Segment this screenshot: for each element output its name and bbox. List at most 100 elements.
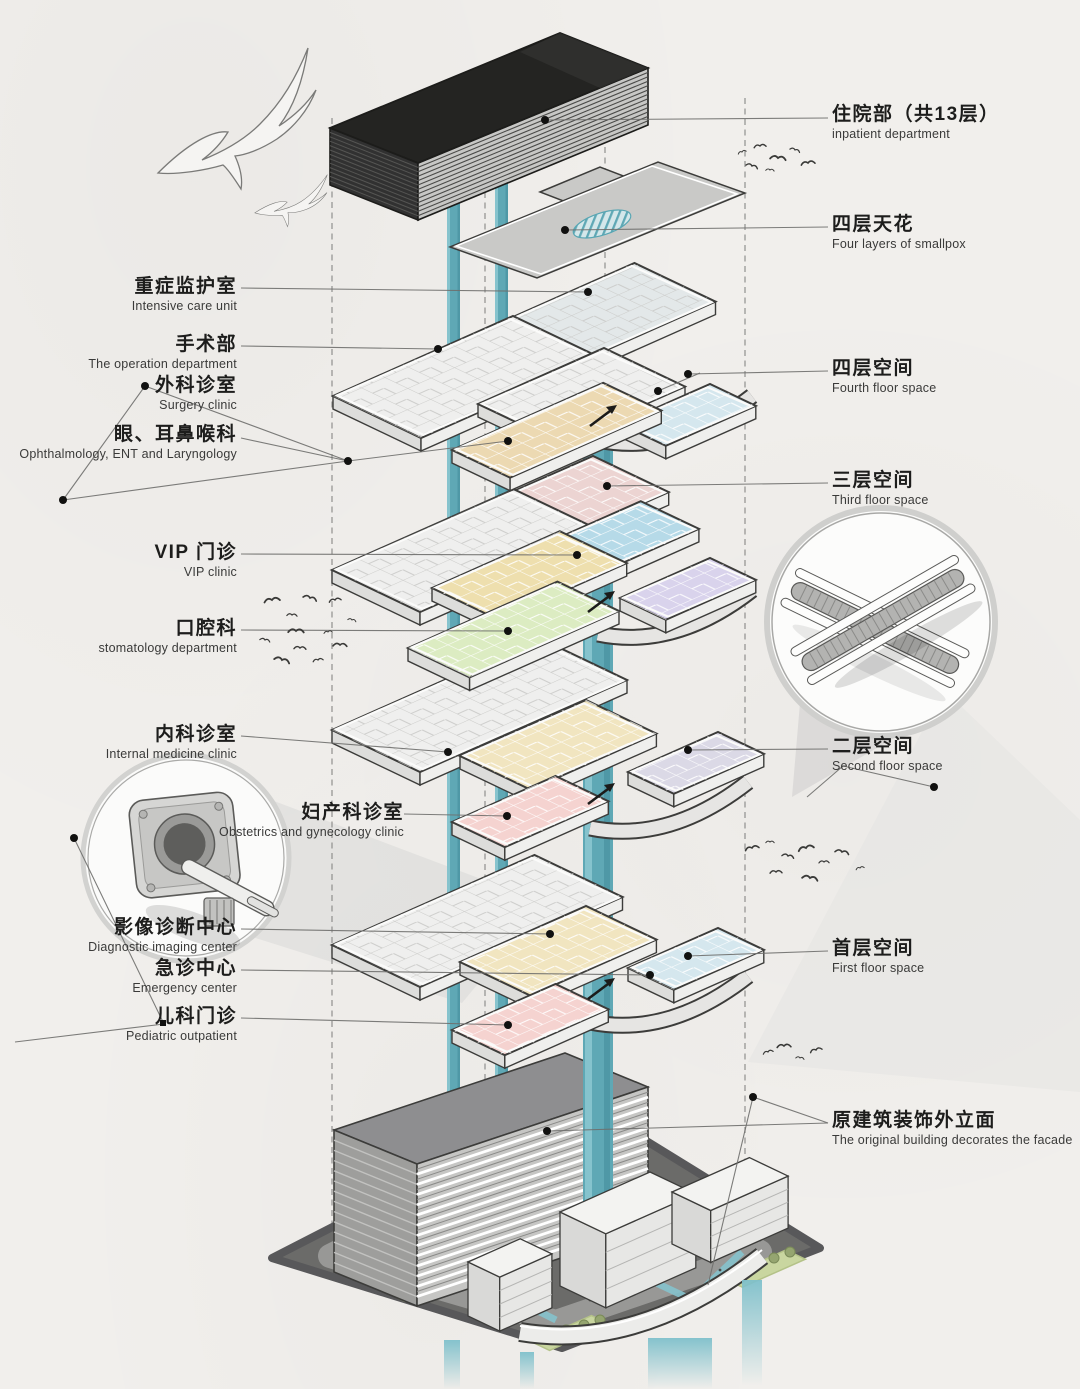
anchor-dot: [59, 496, 67, 504]
shaft-opening-hatch: [572, 209, 632, 239]
tree: [784, 1246, 796, 1258]
leader-line: [657, 372, 701, 392]
anchor-dot: [543, 1127, 551, 1135]
label-en: Intensive care unit: [131, 299, 237, 314]
label-zh: 四层空间: [832, 358, 915, 379]
leader-line: [687, 950, 829, 957]
anchor-square: [160, 1020, 166, 1026]
leader-line: [240, 1017, 509, 1026]
leader-line: [73, 837, 165, 1025]
leader-line: [606, 482, 829, 487]
bird-glyph: [809, 1047, 823, 1054]
bird-glyph: [818, 860, 830, 864]
bird-glyph: [744, 845, 760, 852]
bird-glyph: [323, 630, 333, 634]
label-zh: 口腔科: [175, 618, 237, 639]
bird-glyph: [765, 840, 775, 844]
label-zh: 急诊中心: [154, 958, 237, 979]
anchor-dot: [684, 746, 692, 754]
teal-waterfall: [742, 1280, 762, 1386]
bird-glyph: [762, 1049, 774, 1055]
label-en: Fourth floor space: [832, 381, 937, 396]
label-obstetrics-gynecology: 妇产科诊室 Obstetrics and gynecology clinic: [219, 802, 404, 840]
leader-line: [240, 345, 439, 350]
anchor-dot: [749, 1093, 757, 1101]
bird-glyph: [781, 853, 795, 860]
teal-waterfall: [648, 1338, 712, 1389]
label-en: Ophthalmology, ENT and Laryngology: [19, 447, 237, 462]
leader-lines: [14, 116, 938, 1286]
leader-line: [14, 1023, 165, 1043]
bird-glyph: [302, 594, 318, 602]
label-stomatology: 口腔科 stomatology department: [98, 618, 237, 656]
anchor-dot: [684, 370, 692, 378]
leader-line: [240, 629, 509, 632]
anchor-dot: [584, 288, 592, 296]
anchor-dot: [930, 783, 938, 791]
label-en: Diagnostic imaging center: [88, 940, 237, 955]
floor-plates: [329, 261, 767, 1070]
bird-glyph: [795, 1056, 805, 1060]
tree: [768, 1252, 780, 1264]
label-en: First floor space: [832, 961, 925, 976]
anchor-dot: [504, 1021, 512, 1029]
link-bridge: [588, 776, 753, 838]
leader-line: [240, 735, 449, 753]
label-zh: 首层空间: [832, 938, 915, 959]
ct-scanner: [128, 791, 279, 949]
bird-glyph: [263, 596, 281, 604]
podium-top: [466, 1238, 554, 1278]
bird-glyph: [769, 155, 787, 162]
anchor-dot: [654, 387, 662, 395]
anchor-dot: [546, 930, 554, 938]
inpatient-slab-and-ceiling: [327, 32, 748, 279]
bird-glyph: [800, 160, 816, 166]
leader-line: [564, 226, 829, 231]
curved-podium: [518, 1249, 767, 1344]
anchor-dot: [434, 345, 442, 353]
leader-line: [240, 287, 589, 293]
leader-line: [240, 969, 651, 976]
bird-glyph: [776, 1043, 792, 1049]
bird-glyph: [737, 149, 747, 155]
label-en: Four layers of smallpox: [832, 237, 966, 252]
label-en: Obstetrics and gynecology clinic: [219, 825, 404, 840]
escalator: [790, 554, 983, 688]
label-en: stomatology department: [98, 641, 237, 656]
birds: [156, 47, 865, 1060]
label-en: VIP clinic: [183, 565, 237, 580]
podium-top: [670, 1156, 790, 1212]
link-bridge: [588, 970, 753, 1032]
bird-glyph: [753, 143, 767, 149]
anchor-dot: [344, 457, 352, 465]
seagull-small: [253, 161, 331, 234]
label-en: Emergency center: [132, 981, 237, 996]
label-diagnostic-imaging: 影像诊断中心 Diagnostic imaging center: [88, 917, 237, 955]
leader-line: [842, 765, 935, 788]
label-zh: 眼、耳鼻喉科: [113, 424, 237, 445]
bird-glyph: [769, 869, 783, 874]
bird-glyph: [287, 628, 305, 634]
leader-line: [240, 437, 349, 462]
leader-line: [403, 813, 508, 817]
label-zh: 妇产科诊室: [301, 802, 404, 823]
bird-glyph: [293, 645, 307, 651]
leader-line: [240, 553, 578, 556]
leader-line: [687, 748, 829, 751]
leader-line: [240, 928, 551, 935]
anchor-dot: [603, 482, 611, 490]
leader-line: [806, 765, 844, 798]
bird-glyph: [328, 597, 342, 603]
detail-insets: [80, 505, 998, 964]
label-zh: 住院部（共13层）: [832, 104, 1000, 125]
label-zh: 影像诊断中心: [113, 917, 237, 938]
anchor-dot: [503, 812, 511, 820]
